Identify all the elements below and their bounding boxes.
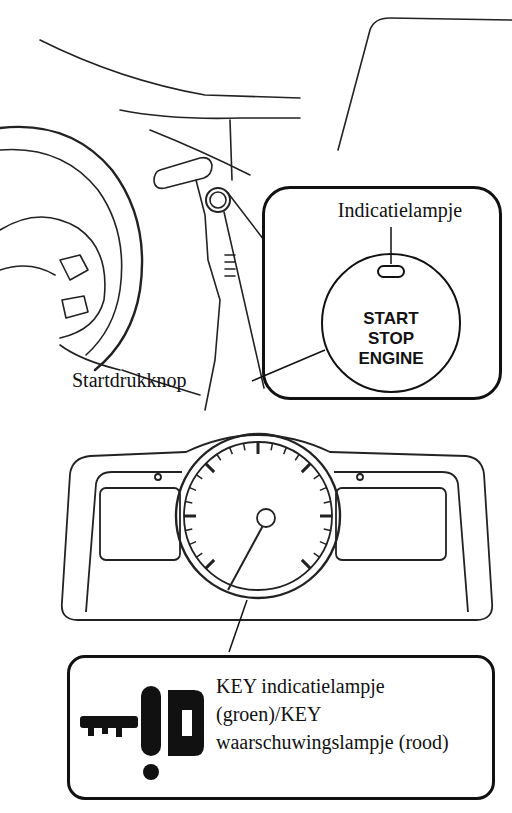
gauge-tick [271, 443, 272, 450]
gauge-tick [320, 515, 332, 518]
gauge-tick [190, 542, 196, 545]
gauge-tick [324, 529, 331, 530]
start-button: START STOP ENGINE [321, 253, 461, 393]
gauge-tick [185, 529, 192, 530]
node-label: Indicatielampje [305, 199, 495, 222]
gauge-tick [314, 553, 320, 557]
gauge-tick [206, 560, 214, 568]
gauge-tick [302, 560, 310, 568]
callout-box: IndicatielampjeSTART STOP ENGINE [262, 186, 502, 400]
key-indicator-box: KEY indicatielampje (groen)/KEY waarschu… [67, 655, 495, 800]
gauge-tick [284, 448, 287, 454]
node-label: START STOP ENGINE [358, 309, 423, 369]
gauge-tick [295, 454, 299, 460]
gauge-tick [314, 475, 320, 479]
gauge-tick [230, 448, 233, 454]
gauge-tick [196, 475, 202, 479]
gauge-tick [217, 454, 221, 460]
part-label: Startdrukknop [72, 369, 186, 392]
gauge-tick [244, 443, 245, 450]
gauge-tick [196, 553, 202, 557]
node-label: KEY indicatielampje (groen)/KEY waarschu… [216, 672, 478, 756]
gauge-tick [324, 502, 331, 503]
gauge-tick [185, 502, 192, 503]
gauge-tick [302, 464, 310, 472]
gauge-tick [184, 515, 196, 518]
gauge-tick [206, 464, 214, 472]
gauge-tick [257, 442, 260, 454]
gauge-tick [190, 488, 196, 491]
gauge-tick [320, 488, 326, 491]
gauge-tick [320, 542, 326, 545]
